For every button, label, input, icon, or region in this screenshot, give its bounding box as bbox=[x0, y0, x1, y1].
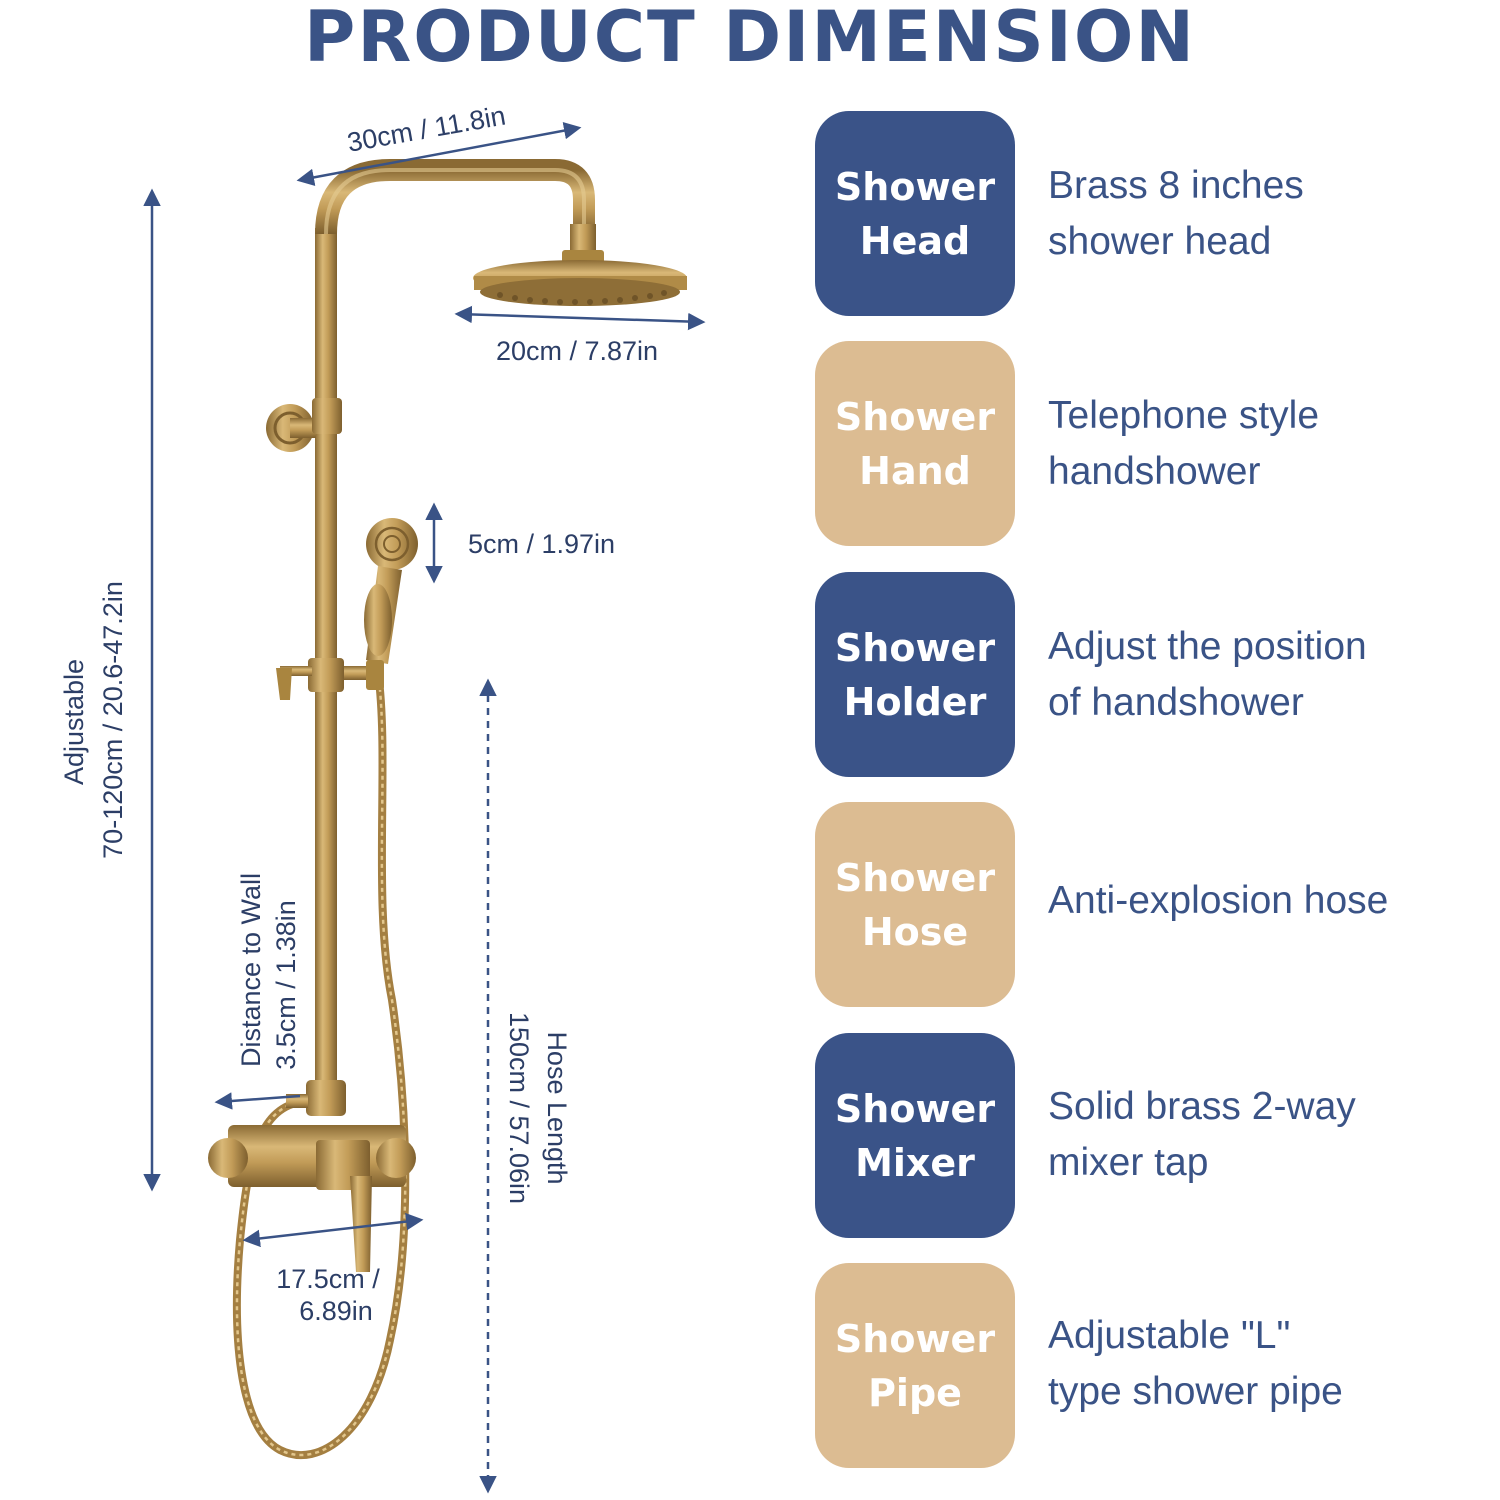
head-dimension: 20cm / 7.87in bbox=[496, 336, 658, 366]
mixer-dimension-line1: 17.5cm / bbox=[276, 1264, 380, 1294]
part-badge-pipe: Shower Pipe bbox=[815, 1263, 1015, 1468]
hose-label: Hose Length bbox=[542, 1031, 572, 1184]
top-arm-dimension: 30cm / 11.8in bbox=[345, 100, 508, 157]
hand-shower bbox=[364, 518, 418, 664]
part-desc-head: Brass 8 inches shower head bbox=[1048, 164, 1304, 263]
shower-mixer bbox=[208, 1080, 416, 1272]
mixer-dimension-arrow bbox=[242, 1212, 424, 1248]
adjustable-label: Adjustable bbox=[59, 659, 89, 785]
part-badge-holder: Shower Holder bbox=[815, 572, 1015, 777]
adjustable-value: 70-120cm / 20.6-47.2in bbox=[98, 581, 128, 859]
top-arm-dimension-arrow bbox=[296, 121, 582, 187]
hand-dimension: 5cm / 1.97in bbox=[468, 529, 615, 559]
wall-bracket bbox=[266, 398, 342, 452]
part-desc-hose: Anti-explosion hose bbox=[1048, 879, 1389, 922]
rain-shower-head bbox=[473, 260, 687, 306]
part-desc-pipe: Adjustable "L" type shower pipe bbox=[1048, 1314, 1343, 1413]
part-badge-hose: Shower Hose bbox=[815, 802, 1015, 1007]
part-badge-hand: Shower Hand bbox=[815, 341, 1015, 546]
head-dimension-arrow bbox=[454, 305, 706, 331]
part-badge-head: Shower Head bbox=[815, 111, 1015, 316]
distance-label: Distance to Wall bbox=[236, 873, 266, 1067]
part-desc-mixer: Solid brass 2-way mixer tap bbox=[1048, 1085, 1356, 1184]
shower-holder bbox=[276, 658, 384, 700]
page-title: PRODUCT DIMENSION bbox=[304, 0, 1196, 78]
shower-product bbox=[208, 159, 687, 1459]
distance-dimension-arrow bbox=[214, 1092, 301, 1110]
part-desc-hand: Telephone style handshower bbox=[1048, 394, 1320, 493]
part-badge-mixer: Shower Mixer bbox=[815, 1033, 1015, 1238]
part-desc-holder: Adjust the position of handshower bbox=[1048, 625, 1367, 724]
hose-value: 150cm / 57.06in bbox=[504, 1012, 534, 1204]
mixer-dimension-line2: 6.89in bbox=[299, 1296, 373, 1326]
dimension-lines bbox=[143, 121, 706, 1494]
top-arm bbox=[315, 159, 595, 235]
distance-value: 3.5cm / 1.38in bbox=[271, 900, 301, 1070]
